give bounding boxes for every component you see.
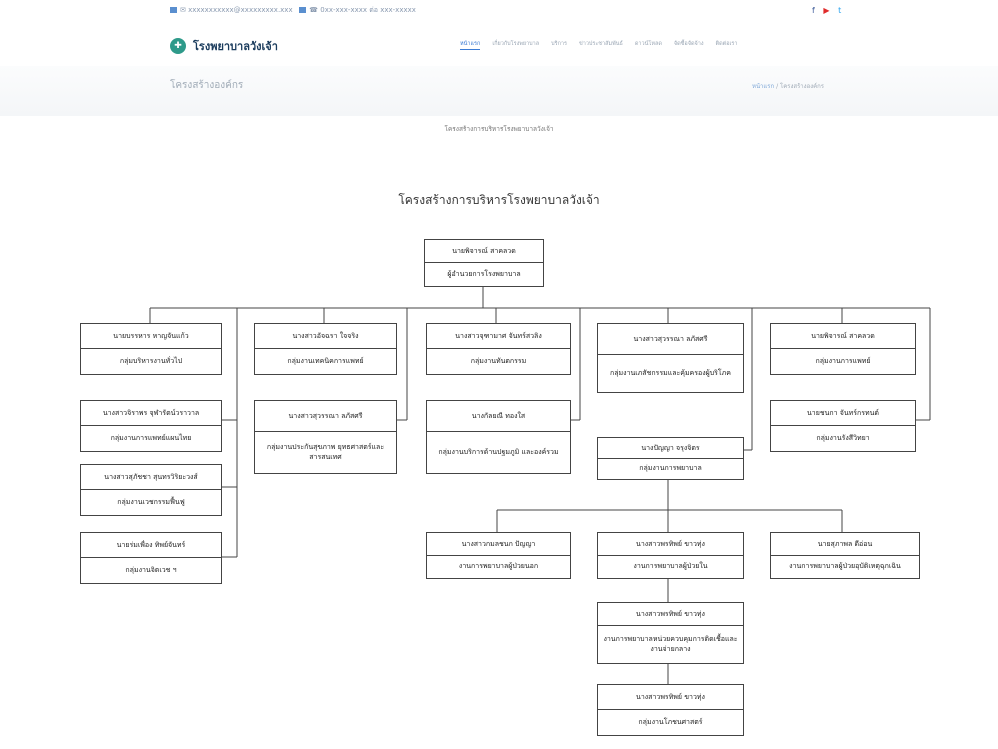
node-name: นายสุภาพล ดีอ่อน <box>771 533 919 556</box>
org-node-psychiatry: นายร่มเพื่อง ทิพย์จันทร์ กลุ่มงานจิตเวช … <box>80 532 222 584</box>
youtube-icon[interactable]: ▶ <box>823 6 830 15</box>
org-node-pharmacy: นางสาวสุวรรณา ลภัสศรี กลุ่มงานเภสัชกรรมแ… <box>597 323 744 393</box>
site-header: ✚ โรงพยาบาลวังเจ้า หน้าแรก เกี่ยวกับโรงพ… <box>0 28 998 64</box>
nav-services[interactable]: บริการ <box>551 41 567 47</box>
page-title-bar: โครงสร้างองค์กร หน้าแรก / โครงสร้างองค์ก… <box>0 66 998 116</box>
node-role: กลุ่มงานรังสีวิทยา <box>816 433 870 442</box>
org-node-nursing: นางปัญญา จรุงจิตร กลุ่มงานการพยาบาล <box>597 437 744 480</box>
site-logo[interactable]: ✚ โรงพยาบาลวังเจ้า <box>170 37 278 55</box>
org-node-medical: นายพิจารณ์ สาคลวด กลุ่มงานการแพทย์ <box>770 323 916 375</box>
org-node-nutrition: นางสาวพรทิพย์ ขาวทุ่ง กลุ่มงานโภชนศาสตร์ <box>597 684 744 736</box>
contact-info: ✉ xxxxxxxxxxx@xxxxxxxxx.xxx ☎ 0xx-xxx-xx… <box>170 5 416 16</box>
nav-home[interactable]: หน้าแรก <box>460 40 481 50</box>
node-name: นางสาวอัจฉรา ใจจริง <box>255 324 396 349</box>
org-node-emergency-nursing: นายสุภาพล ดีอ่อน งานการพยาบาลผู้ป่วยอุบั… <box>770 532 920 579</box>
nav-download[interactable]: ดาวน์โหลด <box>634 41 662 47</box>
phone-icon <box>299 7 307 13</box>
node-name: นางสาวพรทิพย์ ขาวทุ่ง <box>598 685 743 710</box>
node-name: นางสาวสุวรรณา ลภัสศรี <box>598 324 743 355</box>
main-nav: หน้าแรก เกี่ยวกับโรงพยาบาล บริการ ข่าวปร… <box>460 40 737 50</box>
contact-email: ✉ xxxxxxxxxxx@xxxxxxxxx.xxx <box>180 6 293 14</box>
hospital-logo-icon: ✚ <box>170 38 186 54</box>
node-role: กลุ่มงานเวชกรรมฟื้นฟู <box>117 497 185 506</box>
twitter-icon[interactable]: t <box>838 6 842 15</box>
facebook-icon[interactable]: f <box>812 6 815 15</box>
node-role: กลุ่มงานการแพทย์แผนไทย <box>110 433 192 442</box>
nav-procurement[interactable]: จัดซื้อจัดจ้าง <box>673 41 704 47</box>
node-name: นางสาวจิราพร จุฬารัตน์วราวาล <box>81 401 221 426</box>
node-role: กลุ่มงานจิตเวช ฯ <box>125 565 177 574</box>
top-bar: ✉ xxxxxxxxxxx@xxxxxxxxx.xxx ☎ 0xx-xxx-xx… <box>0 0 998 22</box>
node-name: นางกัลยณี ทองใส <box>427 401 570 432</box>
node-role: กลุ่มงานโภชนศาสตร์ <box>638 717 703 726</box>
org-node-dental: นางสาวจุฑามาศ จันทร์สวลิง กลุ่มงานทันตกร… <box>426 323 571 375</box>
node-role: กลุ่มงานเทคนิคการแพทย์ <box>287 356 364 365</box>
breadcrumb-current: โครงสร้างองค์กร <box>780 83 825 90</box>
node-role: กลุ่มงานการแพทย์ <box>815 356 871 365</box>
node-name: นายพิจารณ์ สาคลวด <box>425 240 543 263</box>
org-node-primary-care: นางกัลยณี ทองใส กลุ่มงานบริการด้านปฐมภูม… <box>426 400 571 474</box>
node-role: กลุ่มงานเภสัชกรรมและคุ้มครองผู้บริโภค <box>610 368 731 377</box>
hospital-name: โรงพยาบาลวังเจ้า <box>193 40 278 53</box>
org-node-rehabilitation: นางสาวสุภัชชา สุนทรวิริยะวงส์ กลุ่มงานเว… <box>80 464 222 516</box>
nav-contact[interactable]: ติดต่อเรา <box>715 41 738 47</box>
social-links: f ▶ t <box>812 6 847 15</box>
node-name: นางสาวจุฑามาศ จันทร์สวลิง <box>427 324 570 349</box>
breadcrumb-separator: / <box>776 83 779 90</box>
node-name: นางสาวสุวรรณา ลภัสศรี <box>255 401 396 432</box>
contact-phone: ☎ 0xx-xxx-xxxx ต่อ xxx-xxxxx <box>309 6 416 14</box>
org-node-inpatient-nursing: นางสาวพรทิพย์ ขาวทุ่ง งานการพยาบาลผู้ป่ว… <box>597 532 744 579</box>
org-node-medical-technology: นางสาวอัจฉรา ใจจริง กลุ่มงานเทคนิคการแพท… <box>254 323 397 375</box>
node-role: กลุ่มงานบริการด้านปฐมภูมิ และองค์รวม <box>438 447 559 456</box>
org-node-director: นายพิจารณ์ สาคลวด ผู้อำนวยการโรงพยาบาล <box>424 239 544 287</box>
org-chart-title: โครงสร้างการบริหารโรงพยาบาลวังเจ้า <box>398 193 600 207</box>
email-icon <box>170 7 177 13</box>
node-name: นางสาวพรทิพย์ ขาวทุ่ง <box>598 533 743 556</box>
node-name: นางสาวสุภัชชา สุนทรวิริยะวงส์ <box>81 465 221 490</box>
org-node-outpatient-nursing: นางสาวกมลชนก ปัญญา งานการพยาบาลผู้ป่วยนอ… <box>426 532 571 579</box>
org-node-health-insurance: นางสาวสุวรรณา ลภัสศรี กลุ่มงานประกันสุขภ… <box>254 400 397 474</box>
node-role: งานการพยาบาลผู้ป่วยอุบัติเหตุฉุกเฉิน <box>789 562 901 571</box>
nav-news[interactable]: ข่าวประชาสัมพันธ์ <box>578 41 623 47</box>
node-role: กลุ่มบริหารงานทั่วไป <box>119 356 183 365</box>
node-role: กลุ่มงานประกันสุขภาพ ยุทธศาสตร์และสารสนเ… <box>266 443 385 461</box>
nav-about[interactable]: เกี่ยวกับโรงพยาบาล <box>492 41 540 47</box>
org-node-radiology: นายชนกา จันทร์กรทนต์ กลุ่มงานรังสีวิทยา <box>770 400 916 452</box>
node-role: งานการพยาบาลผู้ป่วยใน <box>633 562 708 571</box>
node-name: นายบรรหาร หาญจันแก้ว <box>81 324 221 349</box>
breadcrumb: หน้าแรก / โครงสร้างองค์กร <box>752 81 824 91</box>
org-node-general-admin: นายบรรหาร หาญจันแก้ว กลุ่มบริหารงานทั่วไ… <box>80 323 222 375</box>
page-title: โครงสร้างองค์กร <box>170 80 244 91</box>
node-role: ผู้อำนวยการโรงพยาบาล <box>447 269 521 278</box>
org-node-infection-control: นางสาวพรทิพย์ ขาวทุ่ง งานการพยาบาลหน่วยค… <box>597 602 744 664</box>
breadcrumb-home[interactable]: หน้าแรก <box>752 83 775 90</box>
node-name: นายชนกา จันทร์กรทนต์ <box>771 401 915 426</box>
node-role: กลุ่มงานการพยาบาล <box>639 464 702 473</box>
org-node-thai-medicine: นางสาวจิราพร จุฬารัตน์วราวาล กลุ่มงานการ… <box>80 400 222 452</box>
node-role: งานการพยาบาลผู้ป่วยนอก <box>458 562 539 571</box>
node-role: งานการพยาบาลหน่วยควบคุมการติดเชื้อและงาน… <box>603 635 738 653</box>
node-name: นางปัญญา จรุงจิตร <box>598 438 743 459</box>
node-name: นางสาวกมลชนก ปัญญา <box>427 533 570 556</box>
image-caption: โครงสร้างการบริหารโรงพยาบาลวังเจ้า <box>444 125 554 133</box>
node-name: นายพิจารณ์ สาคลวด <box>771 324 915 349</box>
node-name: นางสาวพรทิพย์ ขาวทุ่ง <box>598 603 743 626</box>
node-role: กลุ่มงานทันตกรรม <box>470 356 527 365</box>
node-name: นายร่มเพื่อง ทิพย์จันทร์ <box>81 533 221 558</box>
